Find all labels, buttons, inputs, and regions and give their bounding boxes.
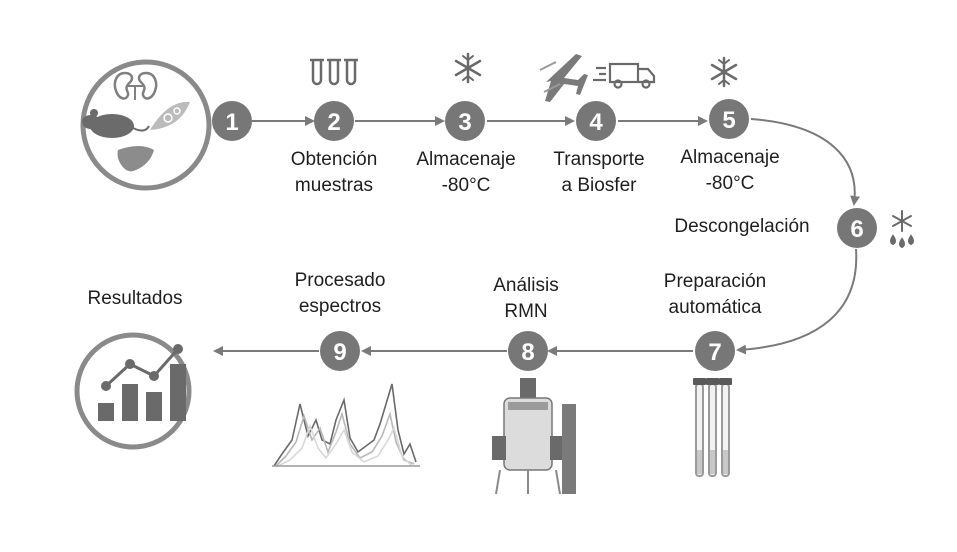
step-number-7: 7 bbox=[708, 339, 721, 366]
step-number-8: 8 bbox=[521, 339, 534, 366]
step-label-2-line-1: Obtención bbox=[290, 149, 378, 170]
bar-chart-trend-icon bbox=[98, 344, 186, 421]
step-label-4-line-2: a Biosfer bbox=[561, 175, 637, 196]
step-number-1: 1 bbox=[225, 109, 238, 136]
step-circle-5: 5 bbox=[709, 99, 749, 139]
results-circle bbox=[74, 332, 192, 450]
arrow-6-7 bbox=[736, 248, 858, 355]
step-label-4-line-1: Transporte bbox=[553, 149, 645, 170]
spectra-icon bbox=[272, 383, 420, 467]
snowflake-icon bbox=[710, 56, 738, 88]
step-label-5: Almacenaje -80°C bbox=[666, 145, 794, 197]
step-circle-1: 1 bbox=[212, 101, 252, 141]
step-label-7-line-2: automática bbox=[668, 297, 762, 318]
step-label-9: Procesado espectros bbox=[270, 268, 410, 320]
arrow-5-6 bbox=[750, 118, 861, 206]
step-label-2: Obtención muestras bbox=[270, 147, 398, 199]
step-number-5: 5 bbox=[722, 107, 735, 134]
thawing-snowflake-icon bbox=[890, 210, 914, 249]
sample-tubes-icon bbox=[693, 378, 732, 477]
step-circle-3: 3 bbox=[445, 101, 485, 141]
step-circle-2: 2 bbox=[314, 101, 354, 141]
step-label-2-line-2: muestras bbox=[294, 175, 374, 196]
step-label-3-line-2: -80°C bbox=[441, 175, 491, 196]
step-label-9-line-2: espectros bbox=[298, 296, 382, 317]
step-number-3: 3 bbox=[458, 109, 471, 136]
samples-source-circle bbox=[80, 59, 212, 191]
step-circle-4: 4 bbox=[576, 101, 616, 141]
step-label-4: Transporte a Biosfer bbox=[535, 147, 663, 199]
step-label-6: Descongelación bbox=[652, 214, 832, 240]
step-circle-9: 9 bbox=[320, 331, 360, 371]
step-label-3: Almacenaje -80°C bbox=[402, 147, 530, 199]
step-label-6-line-1: Descongelación bbox=[674, 216, 810, 237]
step-label-9-line-1: Procesado bbox=[294, 270, 386, 291]
mouse-organs-icon bbox=[82, 71, 190, 172]
flow-arrows bbox=[213, 116, 861, 356]
results-label-text: Resultados bbox=[87, 288, 183, 309]
truck-icon bbox=[593, 62, 656, 89]
step-circle-8: 8 bbox=[508, 331, 548, 371]
step-label-7-line-1: Preparación bbox=[663, 271, 767, 292]
step-label-8: Análisis RMN bbox=[462, 273, 590, 325]
step-label-8-line-1: Análisis bbox=[493, 275, 559, 296]
step-number-4: 4 bbox=[589, 109, 603, 136]
step-label-8-line-2: RMN bbox=[504, 301, 548, 322]
step-label-5-line-2: -80°C bbox=[705, 173, 755, 194]
results-label: Resultados bbox=[70, 286, 200, 312]
snowflake-icon bbox=[454, 52, 482, 84]
step-number-2: 2 bbox=[327, 109, 340, 136]
nmr-spectrometer-icon bbox=[492, 378, 576, 495]
airplane-icon bbox=[539, 54, 588, 102]
step-number-9: 9 bbox=[333, 339, 346, 366]
step-label-7: Preparación automática bbox=[640, 269, 790, 321]
step-number-6: 6 bbox=[850, 216, 863, 243]
step-circle-7: 7 bbox=[695, 331, 735, 371]
step-circle-6: 6 bbox=[837, 208, 877, 248]
step-label-5-line-1: Almacenaje bbox=[680, 147, 780, 168]
step-label-3-line-1: Almacenaje bbox=[416, 149, 516, 170]
test-tubes-icon bbox=[310, 58, 358, 86]
